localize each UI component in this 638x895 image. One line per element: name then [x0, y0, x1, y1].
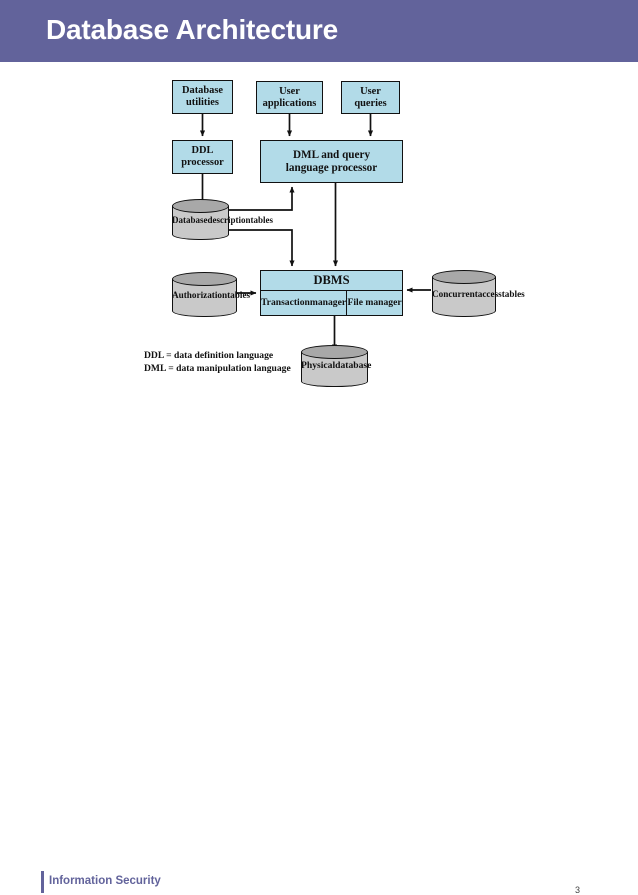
legend-line: DML = data manipulation language [144, 362, 291, 374]
cylinder-database-description-tables: Databasedescriptiontables [172, 199, 274, 240]
dbms-cell-transaction-manager: Transactionmanager [261, 291, 348, 315]
page-title: Database Architecture [46, 14, 338, 45]
page-number: 3 [575, 885, 581, 895]
cylinder-body [432, 277, 496, 317]
dbms-cell-label: File manager [347, 296, 402, 308]
cylinder-label: Physicaldatabase [301, 359, 372, 371]
cylinder-authorization-tables: Authorizationtables [172, 272, 251, 317]
cylinder-top-ellipse [301, 345, 368, 359]
slide-header-bar: Database Architecture [0, 0, 638, 62]
cylinder-concurrent-access-tables: Concurrentaccesstables [432, 270, 525, 317]
dbms-title: DBMS [261, 271, 402, 291]
cylinder-top-ellipse [172, 272, 237, 286]
footer-label: Information Security [49, 875, 161, 887]
legend-line: DDL = data definition language [144, 350, 274, 361]
cylinder-top-ellipse [172, 199, 229, 213]
dbms-cell-file-manager: File manager [347, 291, 402, 315]
cylinder-label: Databasedescriptiontables [172, 214, 274, 225]
cylinder-top-ellipse [432, 270, 496, 284]
cylinder-label: Authorizationtables [172, 289, 251, 300]
slide-footer: Information Security 3 [0, 430, 638, 895]
dbms-cell-label: Transactionmanager [261, 296, 347, 308]
cylinder-physical-database: Physicaldatabase [301, 345, 372, 387]
cylinder-label: Concurrentaccesstables [432, 288, 525, 299]
footer-accent-bar [41, 871, 44, 893]
